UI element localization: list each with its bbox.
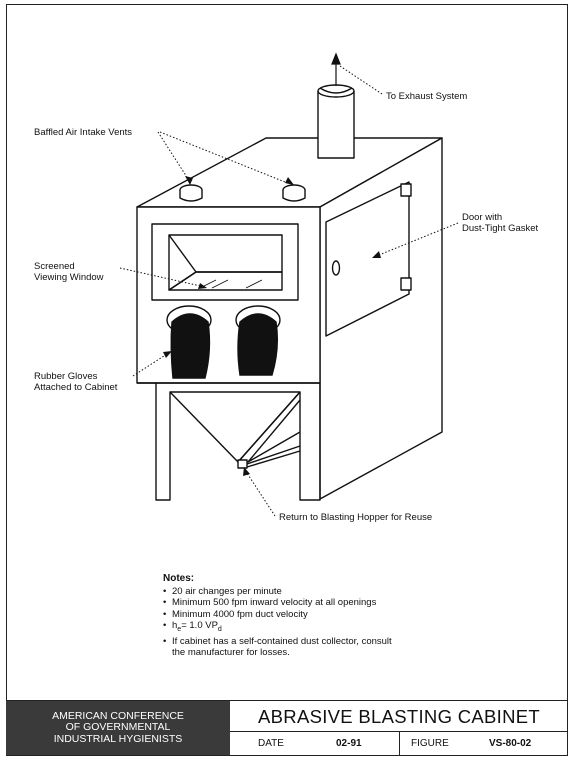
- cabinet-legs: [155, 383, 321, 501]
- notes-list: 20 air changes per minute Minimum 500 fp…: [163, 586, 392, 659]
- org-line: OF GOVERNMENTAL: [65, 721, 171, 734]
- note-item: Minimum 500 fpm inward velocity at all o…: [163, 597, 392, 609]
- drawing-title: ABRASIVE BLASTING CABINET: [230, 701, 568, 732]
- label-vents: Baffled Air Intake Vents: [34, 127, 133, 138]
- org-line: AMERICAN CONFERENCE: [52, 709, 184, 722]
- window-frame: [151, 223, 299, 301]
- figure-label: FIGURE: [411, 738, 449, 749]
- date-value: 02-91: [336, 738, 362, 749]
- hopper: [169, 391, 301, 463]
- label-return: Return to Blasting Hopper for Reuse: [279, 512, 433, 523]
- side-door: [325, 181, 410, 337]
- vp-subscript: d: [217, 626, 222, 634]
- drawing-frame: [6, 4, 568, 756]
- label-gloves: Rubber Gloves Attached to Cabinet: [34, 371, 118, 393]
- he-symbol: h: [172, 620, 178, 632]
- date-label: DATE: [258, 738, 284, 749]
- figure-value: VS-80-02: [489, 738, 532, 749]
- he-subscript: e: [177, 626, 182, 634]
- cabinet-front: [136, 206, 321, 384]
- note-item: If cabinet has a self-contained dust col…: [163, 636, 392, 648]
- org-line: INDUSTRIAL HYGIENISTS: [53, 732, 183, 745]
- notes-block: Notes: 20 air changes per minute Minimum…: [163, 573, 392, 659]
- label-exhaust: To Exhaust System: [386, 91, 468, 102]
- rubber-gloves: [166, 305, 281, 379]
- label-window: Screened Viewing Window: [34, 261, 104, 283]
- he-equation: = 1.0 VP: [181, 620, 218, 632]
- exhaust-stack: [317, 90, 355, 159]
- cabinet-diagram: [119, 52, 459, 517]
- note-item-continued: the manufacturer for losses.: [172, 647, 290, 659]
- note-item-he: he= 1.0 VPd: [163, 620, 392, 635]
- note-item: Minimum 4000 fpm duct velocity: [163, 609, 392, 621]
- cell-divider: [399, 732, 400, 755]
- notes-title: Notes:: [163, 573, 195, 584]
- label-door: Door with Dust-Tight Gasket: [462, 212, 539, 234]
- note-item: 20 air changes per minute: [163, 586, 392, 598]
- organization-box: AMERICAN CONFERENCE OF GOVERNMENTAL INDU…: [6, 701, 230, 755]
- title-block: AMERICAN CONFERENCE OF GOVERNMENTAL INDU…: [6, 700, 568, 756]
